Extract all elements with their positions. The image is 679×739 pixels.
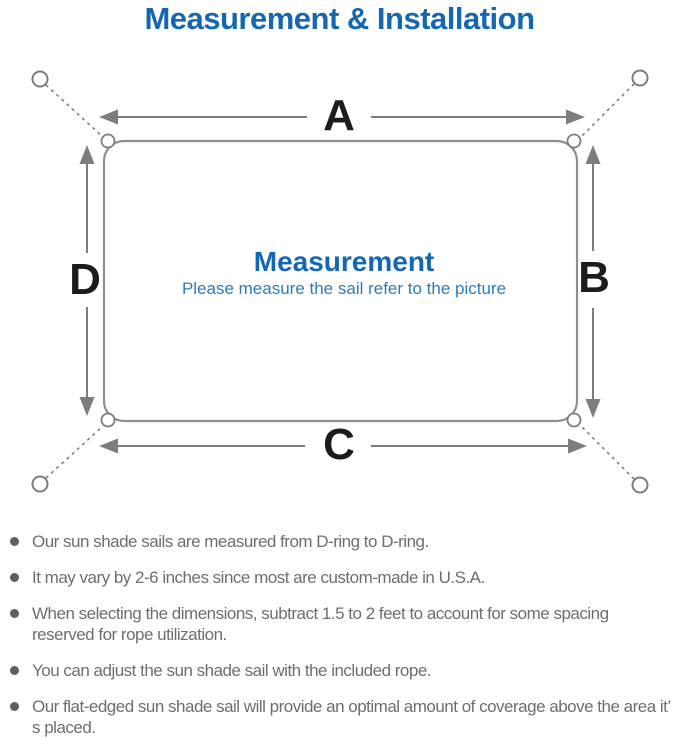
arrow-c-left-head — [99, 438, 118, 454]
note-text: It may vary by 2-6 inches since most are… — [32, 568, 485, 587]
anchor-ring-top-right — [631, 69, 649, 87]
arrow-d-up-head — [79, 145, 95, 164]
bullet-icon — [10, 702, 19, 711]
bullet-icon — [10, 666, 19, 675]
bullet-icon — [10, 609, 19, 618]
note-item: It may vary by 2-6 inches since most are… — [10, 567, 672, 588]
measurement-arrows — [79, 109, 601, 454]
notes-list: Our sun shade sails are measured from D-… — [10, 531, 672, 738]
note-text: You can adjust the sun shade sail with t… — [32, 661, 432, 680]
sail-center-subheading: Please measure the sail refer to the pic… — [181, 279, 507, 298]
rope-bottom-right — [580, 425, 635, 480]
rope-top-left — [45, 84, 104, 138]
anchor-ring-top-left — [31, 70, 49, 88]
d-ring-top-left — [100, 133, 116, 149]
note-item: You can adjust the sun shade sail with t… — [10, 660, 672, 681]
d-ring-bottom-right — [566, 412, 582, 428]
sail-d-rings — [100, 133, 582, 428]
note-item: When selecting the dimensions, subtract … — [10, 603, 672, 645]
bullet-icon — [10, 537, 19, 546]
dimension-label-d: D — [69, 255, 101, 304]
dimension-label-b: B — [578, 253, 610, 302]
rope-top-right — [580, 83, 635, 138]
note-text: Our flat-edged sun shade sail will provi… — [32, 697, 671, 737]
bullet-icon — [10, 573, 19, 582]
arrow-c-right-head — [568, 438, 587, 454]
anchor-ring-bottom-left — [31, 475, 49, 493]
measurement-diagram — [31, 69, 649, 494]
arrow-a-left-head — [99, 109, 118, 125]
arrow-a-right-head — [566, 109, 585, 125]
d-ring-top-right — [566, 133, 582, 149]
dimension-label-c: C — [323, 420, 355, 469]
arrow-b-up-head — [585, 145, 601, 164]
rope-bottom-left — [45, 425, 104, 479]
note-item: Our flat-edged sun shade sail will provi… — [10, 696, 672, 738]
anchor-rings — [31, 69, 649, 494]
sail-outline — [102, 139, 579, 423]
sail-center-heading: Measurement — [253, 246, 435, 277]
note-text: Our sun shade sails are measured from D-… — [32, 532, 429, 551]
dimension-label-a: A — [323, 91, 355, 140]
anchor-ring-bottom-right — [631, 476, 649, 494]
arrow-d-down-head — [79, 397, 95, 416]
note-text: When selecting the dimensions, subtract … — [32, 604, 609, 644]
rope-dotted-lines — [45, 83, 635, 480]
note-item: Our sun shade sails are measured from D-… — [10, 531, 672, 552]
d-ring-bottom-left — [100, 412, 116, 428]
arrow-b-down-head — [585, 399, 601, 418]
page-title: Measurement & Installation — [144, 1, 535, 36]
